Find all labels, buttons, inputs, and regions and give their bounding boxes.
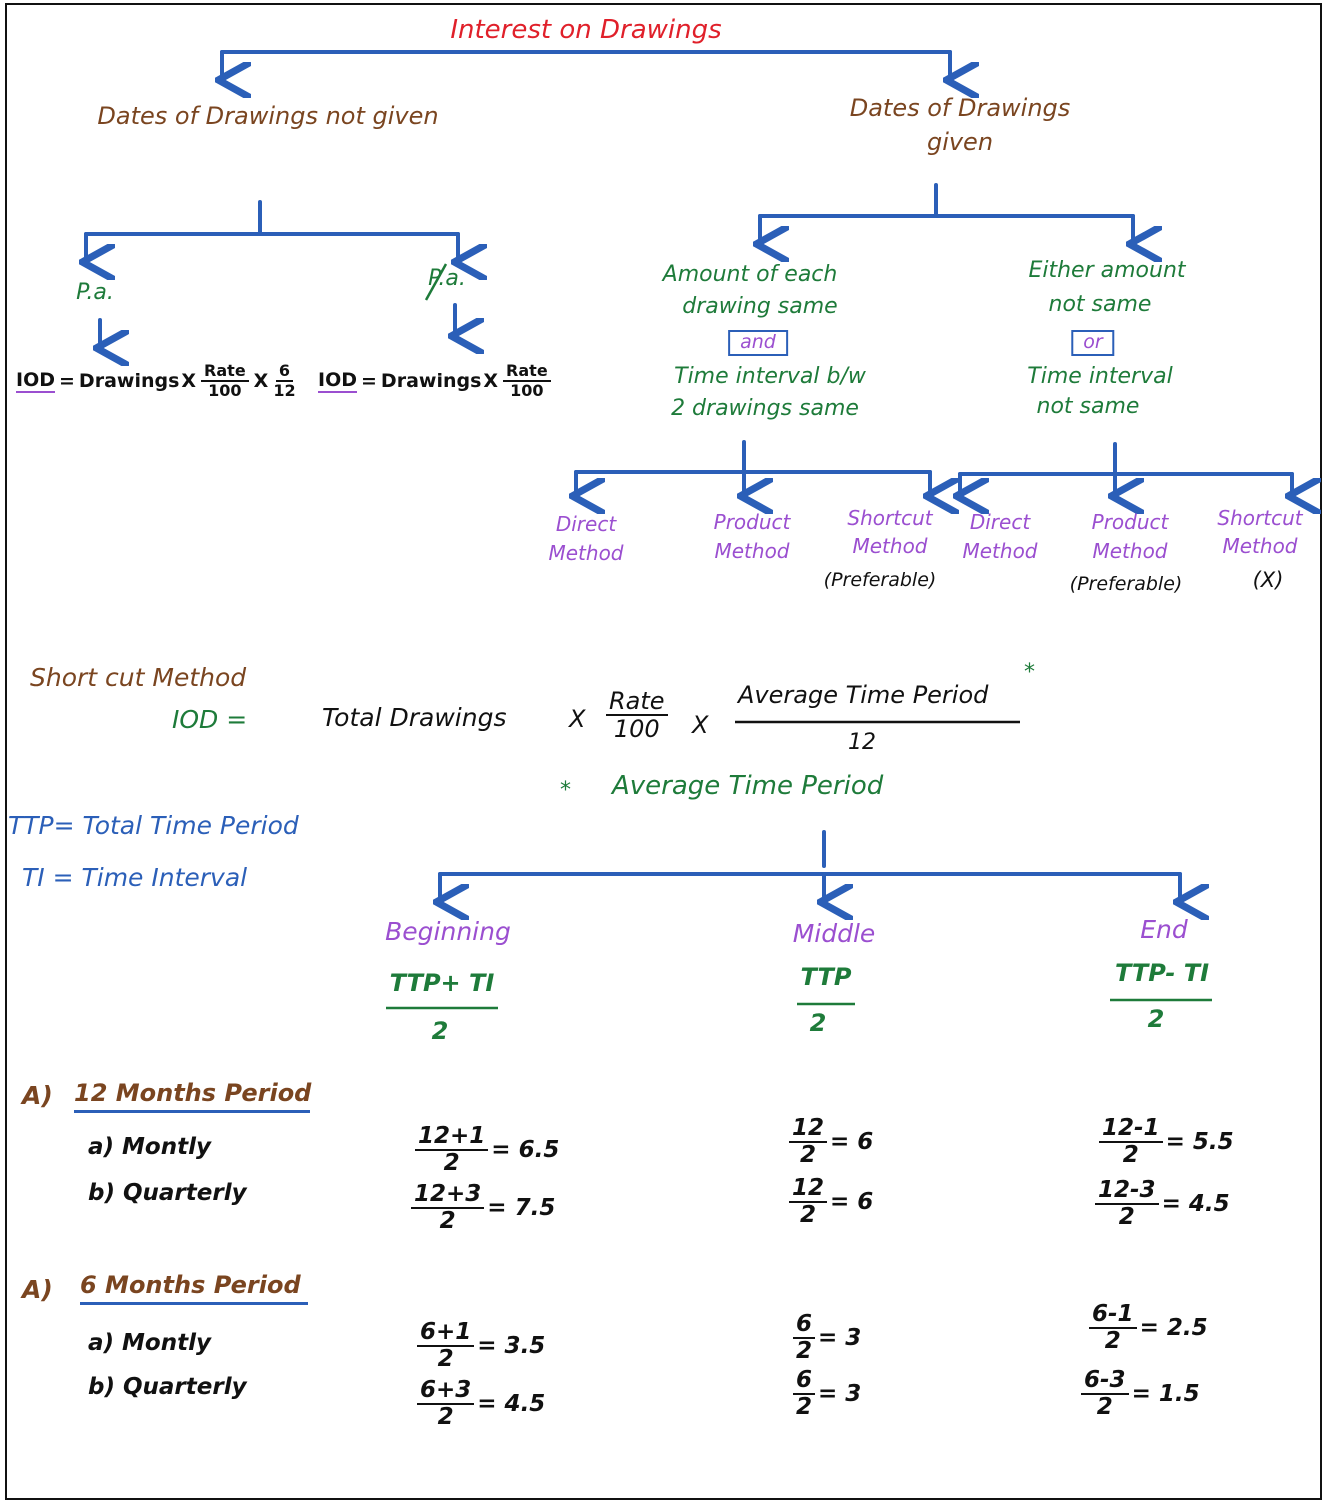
period2-title: 6 Months Period [80, 1271, 308, 1305]
period1-quarterly: b) Quarterly [88, 1180, 247, 1206]
shortcut-heading: Short cut Method [30, 663, 247, 692]
timing-middle-num: TTP [800, 963, 852, 991]
twelve-denominator: 12 [848, 730, 876, 755]
drawings-term: Drawings [78, 369, 180, 392]
iod-label: IOD [318, 368, 357, 393]
iod-label: IOD [16, 368, 55, 393]
same-line2: drawing same [682, 294, 838, 319]
period2-marker: A) [22, 1275, 53, 1304]
period1-marker: A) [22, 1081, 53, 1110]
timing-beginning-den: 2 [431, 1017, 449, 1045]
notsame-line2: not same [1048, 292, 1152, 317]
timing-beginning-num: TTP+ TI [389, 969, 495, 997]
same-line4: 2 drawings same [671, 396, 859, 421]
period2-quarterly: b) Quarterly [88, 1374, 247, 1400]
asterisk-mark: * [1024, 660, 1035, 685]
notsame-line3: Time interval [1027, 364, 1173, 389]
preferable-note-notsame: (Preferable) [1069, 573, 1183, 595]
iod-equals: IOD = [172, 705, 248, 734]
ttp-legend: TTP= Total Time Period [8, 811, 299, 840]
asterisk-mark-2: * [560, 778, 571, 803]
period2-monthly: a) Montly [88, 1330, 211, 1356]
same-line1: Amount of each [662, 262, 838, 287]
diagram-title: Interest on Drawings [450, 15, 722, 45]
and-connector: and [728, 330, 788, 356]
total-drawings: Total Drawings [322, 703, 507, 732]
period1-title: 12 Months Period [74, 1079, 311, 1113]
not-applicable-mark: (X) [1252, 568, 1284, 592]
average-time-period-heading: Average Time Period [612, 771, 884, 801]
drawings-term: Drawings [380, 369, 482, 392]
timing-end-den: 2 [1147, 1005, 1165, 1033]
pa-label: P.a. [76, 280, 114, 305]
average-time-period-term: Average Time Period [738, 681, 989, 709]
times-sign: X [569, 705, 586, 733]
same-line3: Time interval b/w [674, 364, 866, 389]
period1-monthly: a) Montly [88, 1134, 211, 1160]
not-pa-label: P.a. [428, 266, 466, 291]
preferable-note-same: (Preferable) [823, 569, 937, 591]
strike-mark [424, 263, 448, 301]
timing-end-num: TTP- TI [1114, 959, 1210, 987]
timing-middle-den: 2 [809, 1009, 827, 1037]
notsame-line4: not same [1036, 394, 1140, 419]
timing-middle-label: Middle [792, 919, 876, 948]
timing-beginning-label: Beginning [385, 917, 511, 946]
notsame-line1: Either amount [1028, 258, 1186, 283]
timing-end-label: End [1140, 915, 1188, 944]
times-sign-2: X [692, 711, 709, 739]
page-border [5, 3, 1322, 1500]
or-connector: or [1071, 330, 1115, 356]
branch-dates-not-given: Dates of Drawings not given [97, 102, 439, 130]
ti-legend: TI = Time Interval [22, 863, 248, 892]
branch-dates-given: Dates of Drawings given [849, 94, 1071, 156]
